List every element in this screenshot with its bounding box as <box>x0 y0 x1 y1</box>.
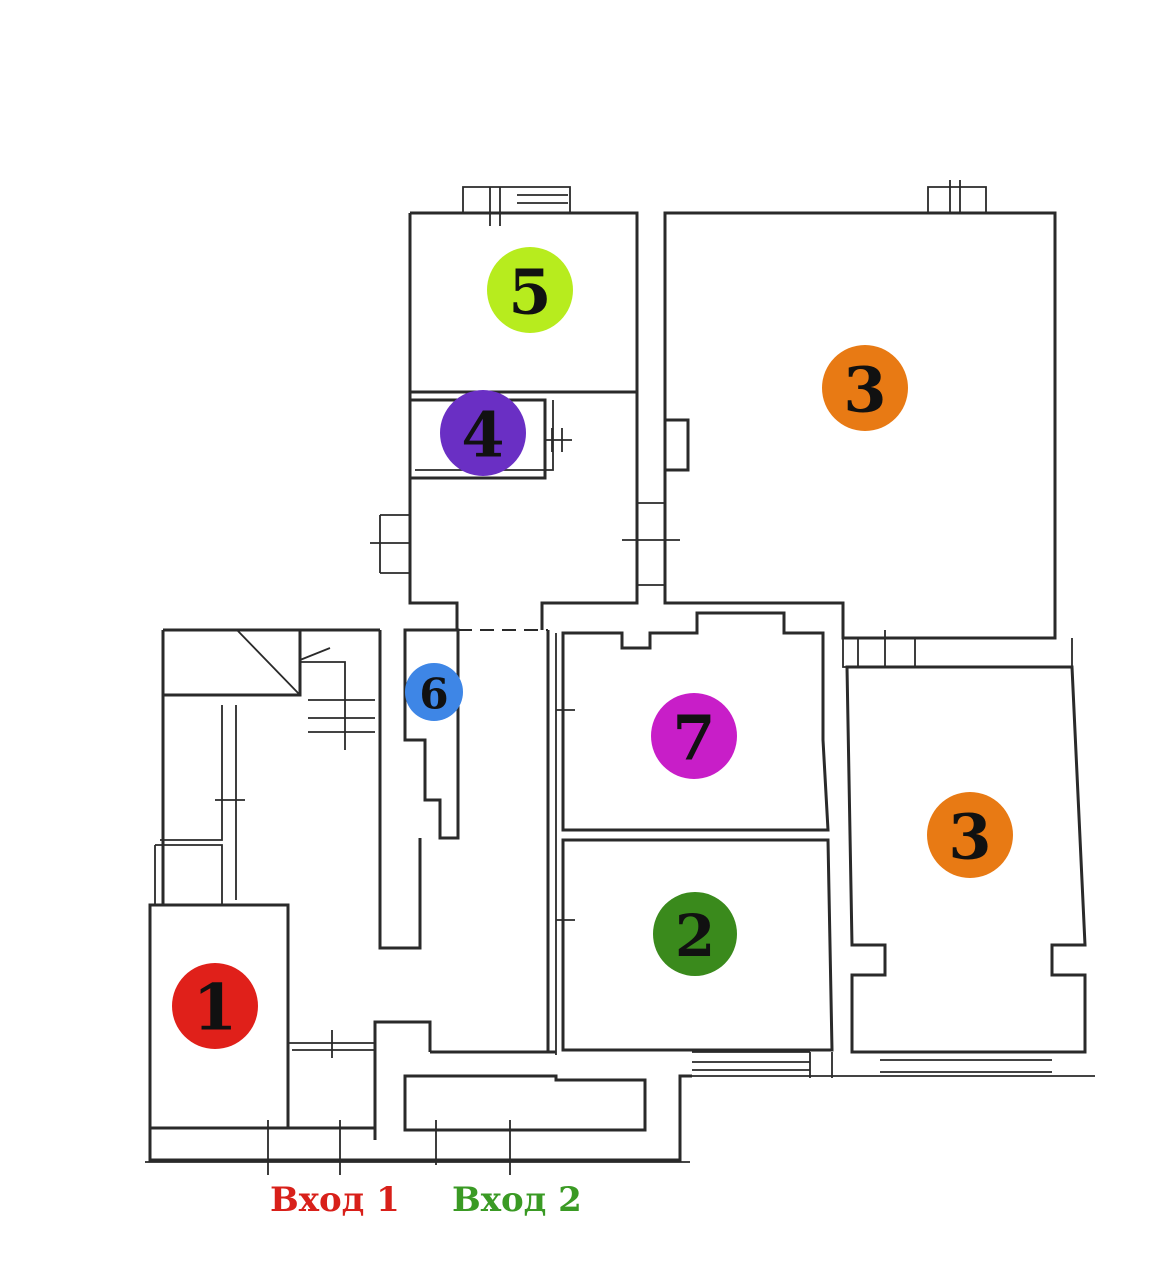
room-7-label: 7 <box>672 702 715 775</box>
stair-lines <box>236 629 375 750</box>
entrance-1-label: Вход 1 <box>270 1180 400 1220</box>
upper-hall-walls <box>408 392 639 630</box>
left-window-upper <box>370 514 410 574</box>
room-4-door <box>545 428 572 452</box>
balcony-top-left <box>462 186 571 213</box>
room-3-upper-walls <box>663 211 1057 640</box>
room-4-circle <box>440 390 526 476</box>
room-2-inner <box>555 633 575 1055</box>
room-5-label: 5 <box>508 256 551 329</box>
room-5-marker[interactable]: 5 <box>487 247 573 333</box>
side-room <box>154 844 223 905</box>
room-2-label: 2 <box>675 902 715 970</box>
mid-window-upper <box>622 502 680 586</box>
room-6-circle <box>405 663 463 721</box>
stair-corridor <box>160 705 245 900</box>
room-1-marker[interactable]: 1 <box>172 963 258 1049</box>
room-5-circle <box>487 247 573 333</box>
room-1-door <box>288 1030 375 1058</box>
entrance-2-label: Вход 2 <box>452 1180 582 1220</box>
balcony-top-right <box>927 180 987 213</box>
room-6-marker[interactable]: 6 <box>405 663 463 721</box>
bottom-right-window <box>692 1052 833 1078</box>
room-3-upper-label: 3 <box>843 354 886 427</box>
bottom-outer-wall <box>148 1050 692 1162</box>
room-7-marker[interactable]: 7 <box>651 693 737 779</box>
entrance-1-vestibule <box>288 1020 432 1130</box>
hall-walls <box>378 630 550 1052</box>
room-1-label: 1 <box>193 971 238 1046</box>
room-2-walls <box>561 838 834 1052</box>
entrance-2-vestibule <box>403 1074 647 1132</box>
room-4-marker[interactable]: 4 <box>440 390 526 476</box>
room-6-label: 6 <box>419 670 448 719</box>
room-7-walls <box>561 611 830 832</box>
room-2-marker[interactable]: 2 <box>653 892 737 976</box>
room-3-upper-circle <box>822 345 908 431</box>
room-2-circle <box>653 892 737 976</box>
room-4-label: 4 <box>461 399 504 472</box>
room-7-circle <box>651 693 737 779</box>
balcony-top-left-frame <box>489 187 568 226</box>
room-3-lower-marker[interactable]: 3 <box>927 792 1013 878</box>
bottom-ticks <box>267 1120 511 1175</box>
room-3-connector <box>842 630 1073 668</box>
room-3-lower-walls <box>845 665 1087 1054</box>
room-3-upper-marker[interactable]: 3 <box>822 345 908 431</box>
room-3-lower-circle <box>927 792 1013 878</box>
room-4-inner <box>415 400 554 471</box>
bottom-ground-line <box>145 1051 1095 1163</box>
room-1-circle <box>172 963 258 1049</box>
room-3-lower-label: 3 <box>948 801 991 874</box>
